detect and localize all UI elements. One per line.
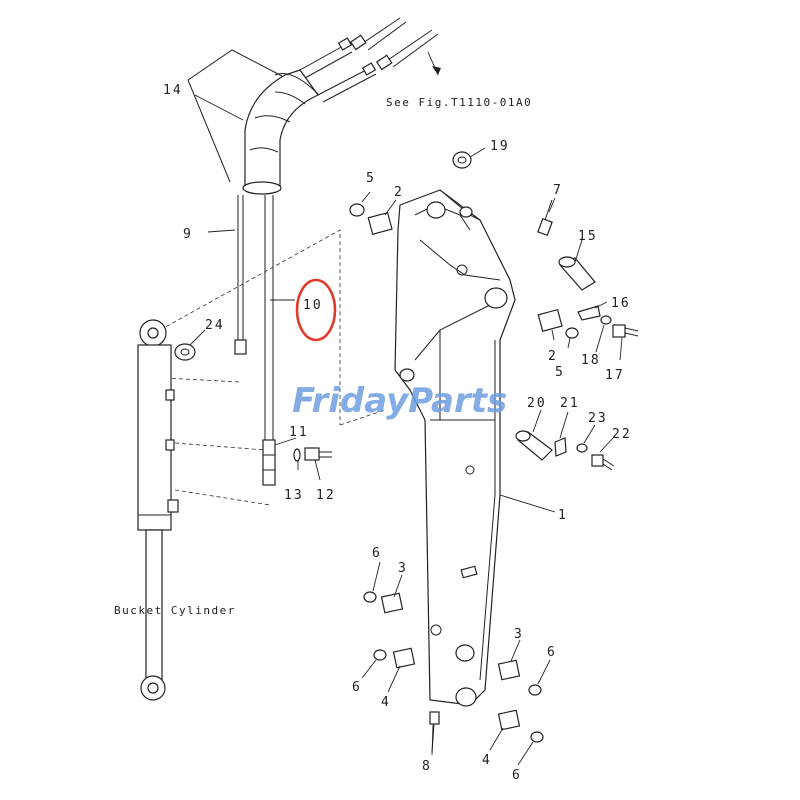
callout-16: 16	[611, 296, 631, 311]
highlight-ring	[295, 278, 337, 342]
bushing-3a	[380, 592, 404, 614]
callout-8: 8	[422, 759, 432, 774]
callout-24: 24	[205, 318, 225, 333]
washer-24	[174, 343, 196, 361]
callout-15: 15	[578, 229, 598, 244]
callout-13: 13	[284, 488, 304, 503]
callout-17: 17	[605, 368, 625, 383]
bolt-22	[591, 454, 615, 471]
ring-6c	[528, 684, 542, 696]
callout-18: 18	[581, 353, 601, 368]
bushing-3b	[497, 659, 521, 681]
callout-20: 20	[527, 396, 547, 411]
washer-23	[576, 443, 588, 453]
plate-21	[554, 437, 567, 457]
pin-20	[515, 430, 553, 461]
callouts: 1 2 2 3 3 4 4 5 5 6 6 6 6 7 8 9 10 11 12…	[163, 83, 632, 783]
washer-13	[293, 448, 301, 462]
callout-6b: 6	[352, 680, 362, 695]
callout-12: 12	[316, 488, 336, 503]
bushing-2	[367, 211, 393, 236]
ring-6d	[530, 731, 544, 743]
bushing-4a	[392, 647, 416, 669]
callout-11: 11	[289, 425, 309, 440]
washer-18	[600, 315, 612, 325]
elbow-pipe	[242, 69, 319, 195]
callout-21: 21	[560, 396, 580, 411]
ring-5b	[565, 327, 579, 339]
lock-plate-16	[577, 305, 601, 321]
hose-pipe-9	[234, 195, 247, 355]
callout-22: 22	[612, 427, 632, 442]
pipe-10	[262, 195, 276, 486]
watermark-logo: FridayParts	[292, 381, 507, 421]
grease-fitting-8	[429, 711, 440, 753]
washer-19	[452, 151, 472, 169]
callout-7: 7	[553, 183, 563, 198]
bolt-17	[612, 324, 639, 338]
ring-5	[349, 203, 365, 217]
pin-15	[558, 256, 596, 291]
reference-note: See Fig.T1110-01A0	[386, 96, 532, 109]
callout-9: 9	[183, 227, 193, 242]
callout-23: 23	[588, 411, 608, 426]
callout-3a: 3	[398, 561, 408, 576]
callout-10: 10	[303, 298, 323, 313]
grease-fitting-7	[537, 199, 553, 237]
callout-6d: 6	[512, 768, 522, 783]
bushing-2b	[537, 308, 563, 333]
callout-2b: 2	[548, 349, 558, 364]
callout-4a: 4	[381, 695, 391, 710]
ring-6a	[363, 591, 377, 603]
hydraulic-lines-top	[299, 17, 441, 103]
callout-6c: 6	[547, 645, 557, 660]
callout-14: 14	[163, 83, 183, 98]
arm	[394, 189, 516, 707]
callout-3b: 3	[514, 627, 524, 642]
callout-2a: 2	[394, 185, 404, 200]
callout-19: 19	[490, 139, 510, 154]
bucket-cylinder	[137, 319, 179, 701]
cylinder-label: Bucket Cylinder	[114, 604, 236, 617]
bolt-12	[304, 447, 332, 461]
bushing-4b	[497, 709, 521, 731]
ring-6b	[373, 649, 387, 661]
callout-1: 1	[558, 508, 568, 523]
callout-4b: 4	[482, 753, 492, 768]
callout-5a: 5	[366, 171, 376, 186]
callout-6a: 6	[372, 546, 382, 561]
callout-5b: 5	[555, 365, 565, 380]
